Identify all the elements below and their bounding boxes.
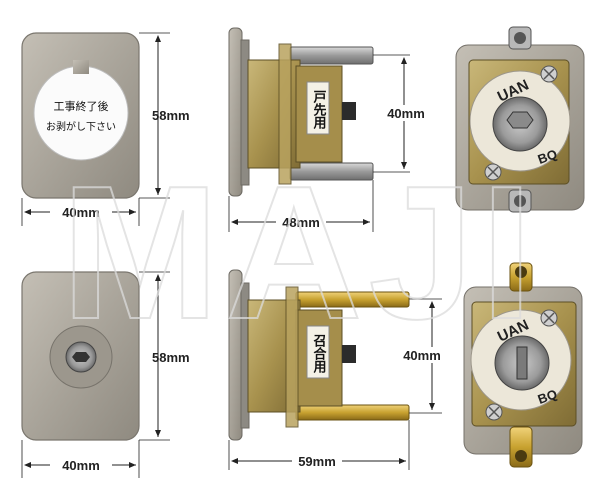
- dim-height-label: 40mm: [387, 106, 425, 121]
- dim-width-label: 59mm: [298, 454, 336, 469]
- front-view-top: 工事終了後 お剥がし下さい 58mm 40mm: [21, 32, 190, 226]
- dim-height-label: 40mm: [403, 348, 441, 363]
- dim-width-label: 40mm: [62, 205, 100, 220]
- label-plate: [306, 81, 330, 135]
- side-view-bottom: 召合用 40mm 59mm: [228, 269, 448, 470]
- dim-height-label: 58mm: [152, 350, 190, 365]
- back-view-top: UAN BQ: [455, 26, 585, 213]
- side-label-text: 戸先用: [311, 90, 328, 130]
- watermark: MAJI: [61, 147, 539, 359]
- dim-width-label: 48mm: [282, 215, 320, 230]
- side-view-top: 戸先用 40mm 48mm: [228, 27, 430, 232]
- steel-pin-top: [289, 46, 374, 65]
- stamp-text-bottom: BQ: [536, 146, 559, 167]
- front-view-bottom: 58mm 40mm: [21, 271, 190, 478]
- dim-height-label: 58mm: [152, 108, 190, 123]
- side-label-text: 召合用: [311, 334, 328, 374]
- dim-width-label: 40mm: [62, 458, 100, 473]
- keyway: [506, 111, 534, 129]
- sticker: [33, 65, 129, 161]
- sticker-text-line2: お剥がし下さい: [46, 120, 116, 133]
- cam-stub: [342, 102, 356, 120]
- keyhole-icon: [72, 352, 90, 362]
- back-view-bottom: UAN BQ: [463, 262, 583, 468]
- keyway: [516, 346, 528, 380]
- stamp-text-bottom: BQ: [536, 386, 559, 407]
- sticker-notch: [73, 60, 89, 74]
- cam-stub: [342, 345, 356, 363]
- gold-pin-bottom: [295, 404, 410, 421]
- sticker-text-line1: 工事終了後: [54, 99, 109, 113]
- label-plate: [306, 325, 330, 379]
